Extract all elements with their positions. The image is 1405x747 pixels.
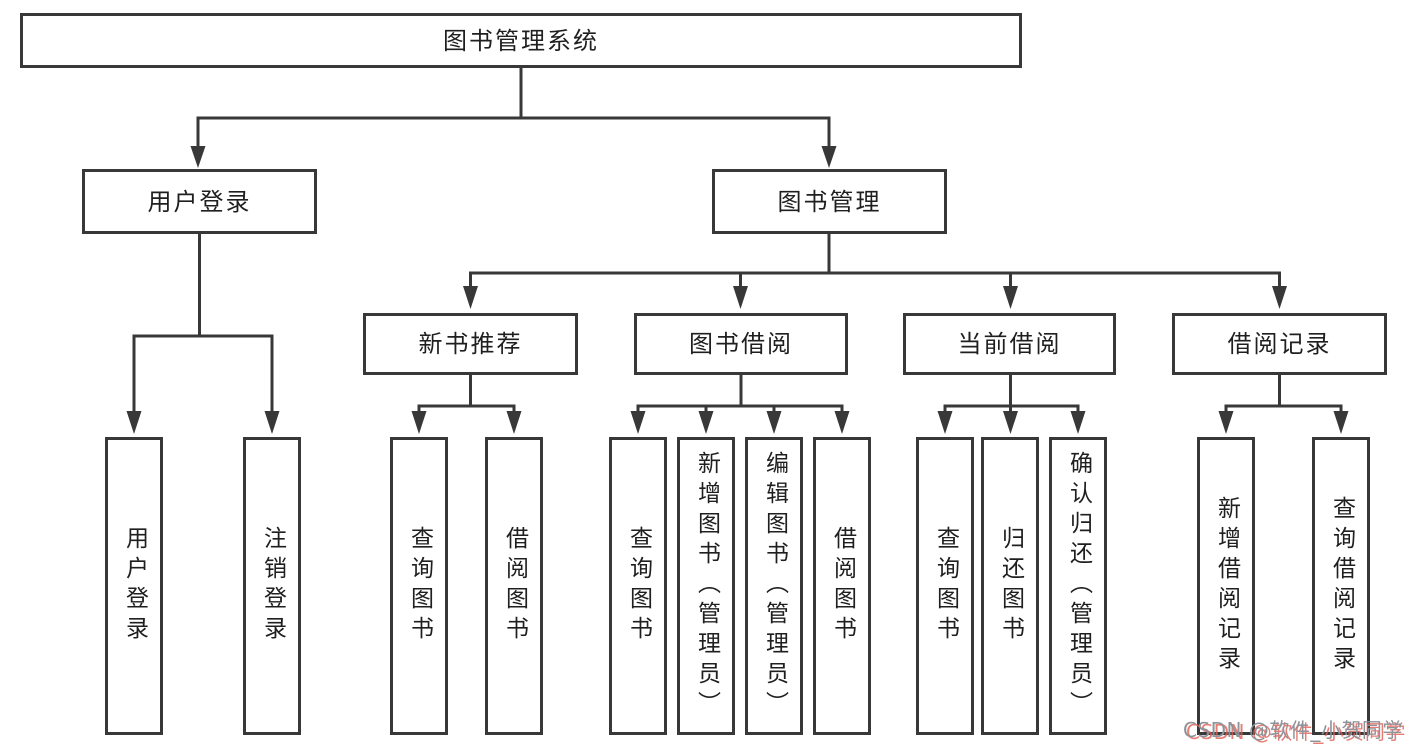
node-root: 图书管理系统 (20, 13, 1022, 68)
leaf-query-borrow-record: 查询借阅记录 (1312, 437, 1370, 735)
arrowhead (1003, 286, 1018, 309)
watermark: CSDN @软件_小贺同学 (1183, 718, 1403, 742)
connector-borrow-records-children (1218, 375, 1349, 434)
arrowhead (834, 411, 850, 434)
connector-current-borrow-children (937, 375, 1086, 434)
connector-book-management-children (463, 234, 1287, 309)
leaf-borrow-books: 借阅图书 (813, 437, 871, 735)
leaf-user-login: 用户登录 (105, 437, 163, 735)
node-borrow-records: 借阅记录 (1172, 313, 1387, 375)
leaf-logout-label: 注销登录 (259, 526, 286, 646)
arrowhead (937, 411, 953, 434)
arrowhead (411, 411, 427, 434)
node-book-borrow: 图书借阅 (634, 313, 848, 375)
leaf-add-borrow-record: 新增借阅记录 (1197, 437, 1255, 735)
arrowhead (1272, 286, 1287, 309)
node-new-book-recommend: 新书推荐 (363, 313, 578, 375)
leaf-edit-book-admin: 编辑图书（管理员） (745, 437, 803, 735)
node-current-borrow: 当前借阅 (903, 313, 1116, 375)
arrowhead (821, 146, 837, 168)
leaf-logout: 注销登录 (243, 437, 301, 735)
leaf-query-borrow-record-label: 查询借阅记录 (1328, 496, 1355, 676)
arrowhead (463, 286, 478, 309)
node-borrow-records-label: 借阅记录 (1227, 330, 1332, 358)
leaf-recommend-borrow-books: 借阅图书 (485, 437, 543, 735)
leaf-current-query-books: 查询图书 (916, 437, 974, 735)
node-new-book-recommend-label: 新书推荐 (418, 330, 523, 358)
node-current-borrow-label: 当前借阅 (957, 330, 1062, 358)
arrowhead (190, 146, 206, 168)
leaf-borrow-query-books-label: 查询图书 (625, 526, 652, 646)
arrowhead (733, 286, 748, 309)
arrowhead (1070, 411, 1086, 434)
arrowhead (1333, 411, 1349, 434)
leaf-add-book-admin-label: 新增图书（管理员） (693, 451, 720, 721)
node-book-management-label: 图书管理 (777, 187, 882, 216)
arrowhead (1003, 411, 1018, 434)
arrowhead (766, 411, 782, 434)
arrowhead (1218, 411, 1234, 434)
leaf-user-login-label: 用户登录 (121, 526, 148, 646)
node-user-login: 用户登录 (82, 169, 317, 234)
leaf-add-borrow-record-label: 新增借阅记录 (1213, 496, 1240, 676)
arrowhead (506, 411, 522, 434)
node-root-label: 图书管理系统 (443, 26, 599, 55)
leaf-return-book-label: 归还图书 (997, 526, 1024, 646)
connector-root-to-level2 (190, 68, 837, 168)
arrowhead (630, 411, 646, 434)
leaf-borrow-query-books: 查询图书 (609, 437, 667, 735)
arrowhead (126, 411, 142, 434)
leaf-add-book-admin: 新增图书（管理员） (677, 437, 735, 735)
connector-book-borrow-children (630, 375, 850, 434)
connector-new-book-recommend-children (411, 375, 522, 434)
leaf-confirm-return-admin-label: 确认归还（管理员） (1065, 451, 1092, 721)
leaf-confirm-return-admin: 确认归还（管理员） (1049, 437, 1107, 735)
leaf-borrow-books-label: 借阅图书 (829, 526, 856, 646)
leaf-recommend-query-books-label: 查询图书 (406, 526, 433, 646)
leaf-recommend-query-books: 查询图书 (390, 437, 448, 735)
leaf-current-query-books-label: 查询图书 (932, 526, 959, 646)
leaf-recommend-borrow-books-label: 借阅图书 (501, 526, 528, 646)
leaf-edit-book-admin-label: 编辑图书（管理员） (761, 451, 788, 721)
node-user-login-label: 用户登录 (147, 187, 252, 216)
arrowhead (264, 411, 280, 434)
arrowhead (698, 411, 714, 434)
connector-user-login-children (126, 234, 280, 434)
node-book-management: 图书管理 (712, 169, 947, 234)
leaf-return-book: 归还图书 (981, 437, 1039, 735)
node-book-borrow-label: 图书借阅 (689, 330, 793, 358)
